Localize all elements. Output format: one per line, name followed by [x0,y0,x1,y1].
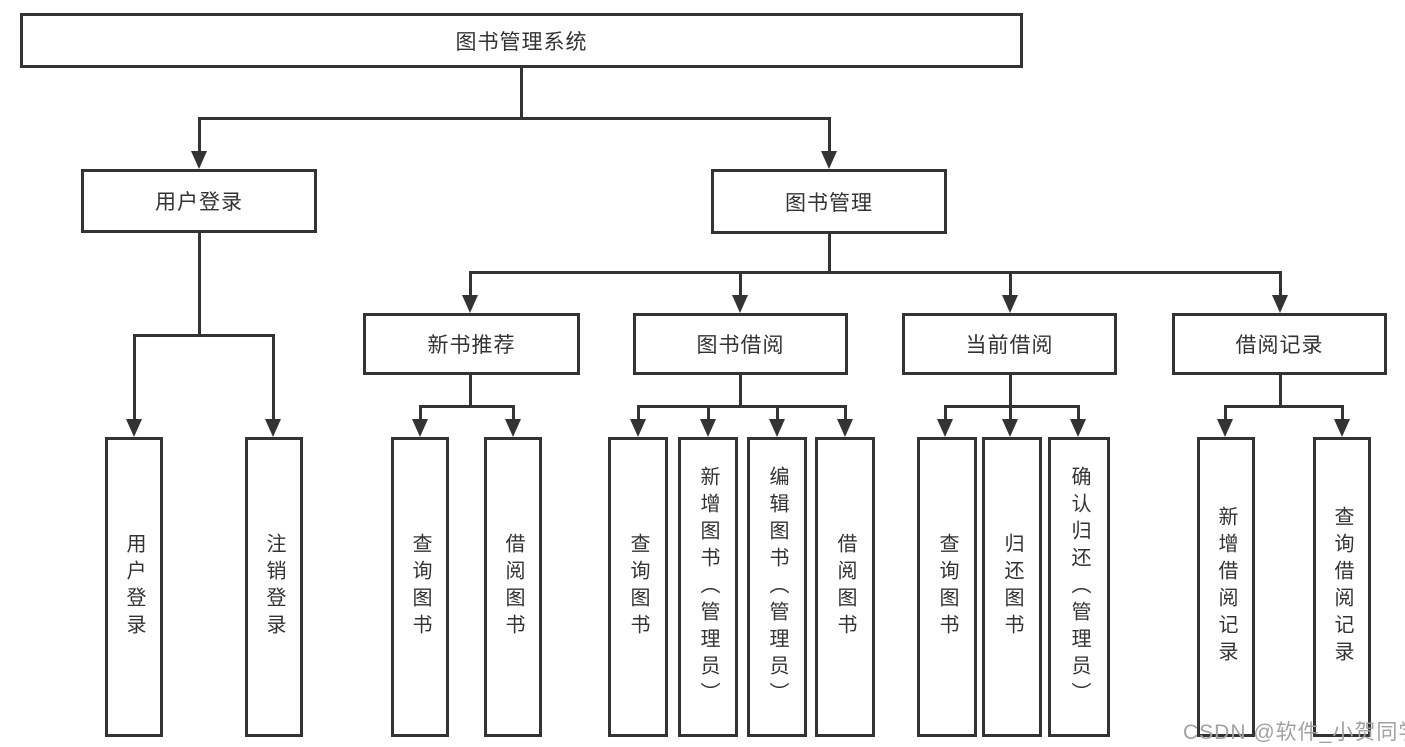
connector-line [519,68,523,118]
node-current-borrowing: 当前借阅 [902,313,1117,375]
leaf-query-books-current: 查询图书 [917,437,977,737]
connector-line [1223,405,1227,421]
connector-line [271,334,275,421]
connector-line [418,404,515,408]
node-book-borrowing: 图书借阅 [633,313,848,375]
connector-line [1278,271,1282,297]
arrowhead-icon [412,419,428,437]
leaf-query-borrow-record: 查询借阅记录 [1313,437,1371,737]
connector-line [132,333,275,337]
connector-line [468,271,1282,274]
arrowhead-icon [769,419,785,437]
arrowhead-icon [1272,295,1288,313]
connector-line [636,405,640,421]
connector-line [418,405,422,421]
connector-line [706,405,710,421]
leaf-edit-book-admin: 编辑图书（管理员） [747,437,807,737]
connector-line [197,117,201,153]
connector-line [738,375,742,407]
leaf-return-book: 归还图书 [982,437,1042,737]
leaf-borrow-books-borrowing: 借阅图书 [815,437,875,737]
node-user-login: 用户登录 [81,169,317,233]
node-root-library-system: 图书管理系统 [20,13,1023,68]
arrowhead-icon [700,419,716,437]
connector-line [943,405,947,421]
leaf-add-borrow-record: 新增借阅记录 [1197,437,1255,737]
connector-line [1340,405,1344,421]
connector-line [1008,405,1012,421]
arrowhead-icon [1002,295,1018,313]
connector-line [468,271,472,297]
csdn-watermark: CSDN @软件_小贺同学 [1183,721,1405,744]
connector-line [1278,375,1282,407]
connector-line [1223,404,1343,408]
arrowhead-icon [821,151,837,169]
connector-line [1076,405,1080,421]
connector-line [827,117,831,153]
arrowhead-icon [937,419,953,437]
leaf-query-books-borrowing: 查询图书 [608,437,668,737]
leaf-logout: 注销登录 [245,437,303,737]
connector-line [511,405,515,421]
node-borrowing-records: 借阅记录 [1172,313,1387,375]
arrowhead-icon [732,295,748,313]
node-new-book-recommendation: 新书推荐 [363,313,580,375]
leaf-query-books-recommend: 查询图书 [391,437,449,737]
arrowhead-icon [837,419,853,437]
connector-line [775,405,779,421]
connector-line [1008,271,1012,297]
connector-line [132,334,136,421]
arrowhead-icon [191,151,207,169]
arrowhead-icon [505,419,521,437]
arrowhead-icon [126,419,142,437]
connector-line [827,234,831,274]
arrowhead-icon [1002,419,1018,437]
arrowhead-icon [265,419,281,437]
leaf-user-login: 用户登录 [105,437,163,737]
connector-line [636,404,847,408]
connector-line [197,116,831,120]
arrowhead-icon [1070,419,1086,437]
leaf-borrow-books-recommend: 借阅图书 [484,437,542,737]
connector-line [468,375,472,407]
arrowhead-icon [1217,419,1233,437]
arrowhead-icon [462,295,478,313]
leaf-add-book-admin: 新增图书（管理员） [678,437,738,737]
connector-line [943,404,1080,408]
connector-line [197,233,201,336]
node-book-management: 图书管理 [711,169,947,234]
connector-line [738,271,742,297]
connector-line [1008,375,1012,407]
connector-line [843,405,847,421]
arrowhead-icon [1334,419,1350,437]
arrowhead-icon [630,419,646,437]
leaf-confirm-return-admin: 确认归还（管理员） [1048,437,1110,737]
